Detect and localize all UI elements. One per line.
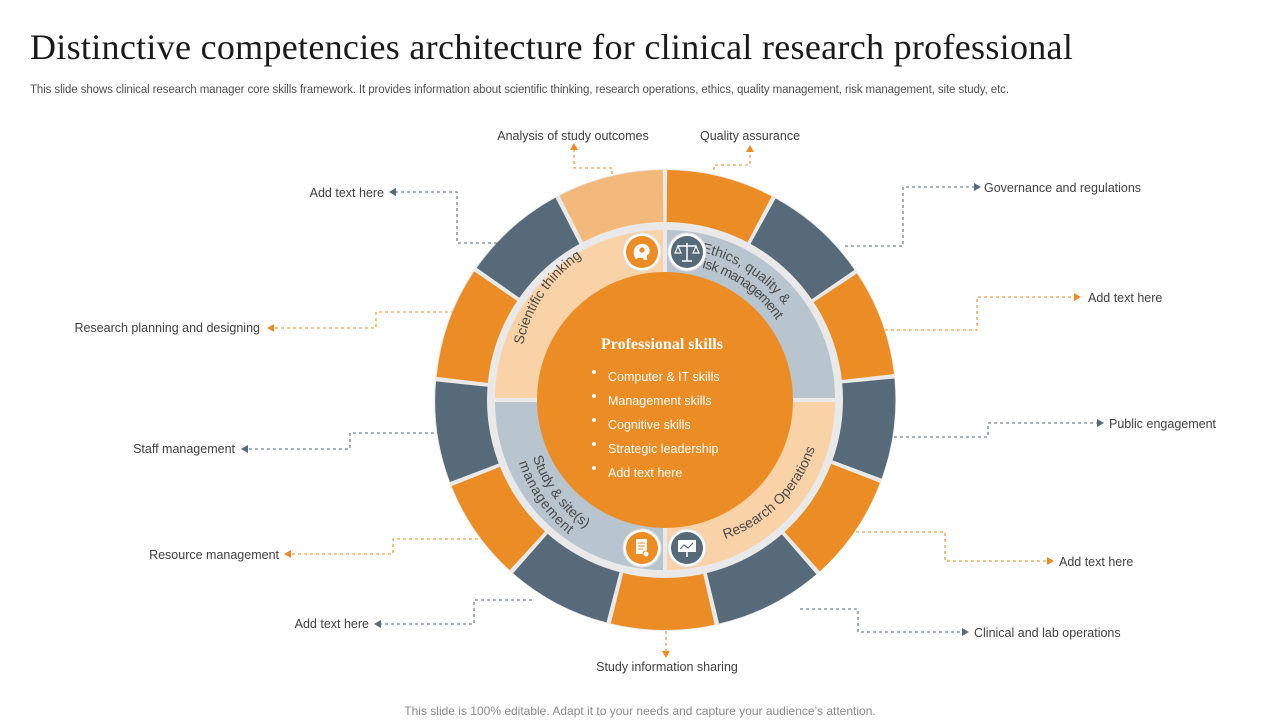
label-add-right-bottom: Add text here xyxy=(1059,555,1133,569)
label-analysis: Analysis of study outcomes xyxy=(497,129,648,143)
connector-quality xyxy=(713,152,751,170)
connector-add-left-bottom xyxy=(381,599,532,625)
document-icon xyxy=(622,528,662,568)
arrow-staff xyxy=(241,445,248,453)
label-study-info: Study information sharing xyxy=(596,660,738,674)
arrow-resource xyxy=(284,550,291,558)
label-add-left-bottom: Add text here xyxy=(295,617,369,631)
connector-resource xyxy=(291,538,478,555)
arrow-quality xyxy=(746,145,754,152)
connector-add-right-bottom xyxy=(850,531,1047,562)
skill-item: Computer & IT skills xyxy=(608,370,720,384)
arrow-add-right-bottom xyxy=(1047,557,1054,565)
skill-item: Management skills xyxy=(608,394,712,408)
connector-add-left-top xyxy=(396,191,503,244)
label-quality: Quality assurance xyxy=(700,129,800,143)
connectors xyxy=(248,150,1097,652)
connector-add-right-top xyxy=(885,296,1074,331)
bullet xyxy=(592,442,596,446)
connector-analysis xyxy=(573,150,613,174)
arrow-add-left-bottom xyxy=(374,620,381,628)
arrow-study-info xyxy=(662,651,670,658)
connector-research-planning xyxy=(274,311,454,329)
connector-public xyxy=(894,422,1097,438)
bullet xyxy=(592,418,596,422)
bullet xyxy=(592,370,596,374)
center-skill-list: Computer & IT skills Management skills C… xyxy=(592,370,720,480)
outer-segment-add-left-top xyxy=(476,197,586,307)
slide-title: Distinctive competencies architecture fo… xyxy=(30,27,1074,67)
label-clinical: Clinical and lab operations xyxy=(974,626,1121,640)
scales-icon xyxy=(667,232,707,272)
arrow-add-left-top xyxy=(389,188,396,196)
label-staff: Staff management xyxy=(133,442,235,456)
arrow-clinical xyxy=(962,628,969,636)
arrowheads xyxy=(241,143,1104,658)
arrow-public xyxy=(1097,419,1104,427)
label-research-planning: Research planning and designing xyxy=(74,321,260,335)
center-title: Professional skills xyxy=(601,336,723,353)
brain-gear-icon xyxy=(622,232,662,272)
slide-subtitle: This slide shows clinical research manag… xyxy=(30,84,1009,96)
slide-footer: This slide is 100% editable. Adapt it to… xyxy=(404,704,876,718)
outer-segment-governance xyxy=(743,198,855,308)
label-add-left-top: Add text here xyxy=(310,186,384,200)
arrow-add-right-top xyxy=(1074,293,1081,301)
arrow-governance xyxy=(974,183,981,191)
presentation-icon xyxy=(667,528,707,568)
arrow-research-planning xyxy=(267,324,274,332)
center-circle xyxy=(537,272,793,528)
label-public: Public engagement xyxy=(1109,417,1217,431)
arrow-analysis xyxy=(570,143,578,150)
outer-segment-resource xyxy=(451,461,556,571)
skill-item: Add text here xyxy=(608,466,682,480)
skill-item: Strategic leadership xyxy=(608,442,719,456)
bullet xyxy=(592,466,596,470)
label-resource: Resource management xyxy=(149,548,279,562)
connector-governance xyxy=(845,186,974,247)
outer-segment-add-right-bottom xyxy=(775,458,880,572)
connector-clinical xyxy=(800,608,962,633)
skill-item: Cognitive skills xyxy=(608,418,691,432)
connector-staff xyxy=(248,432,440,450)
label-add-right-top: Add text here xyxy=(1088,291,1162,305)
outer-segment-clinical xyxy=(703,523,817,624)
label-governance: Governance and regulations xyxy=(984,181,1141,195)
bullet xyxy=(592,394,596,398)
